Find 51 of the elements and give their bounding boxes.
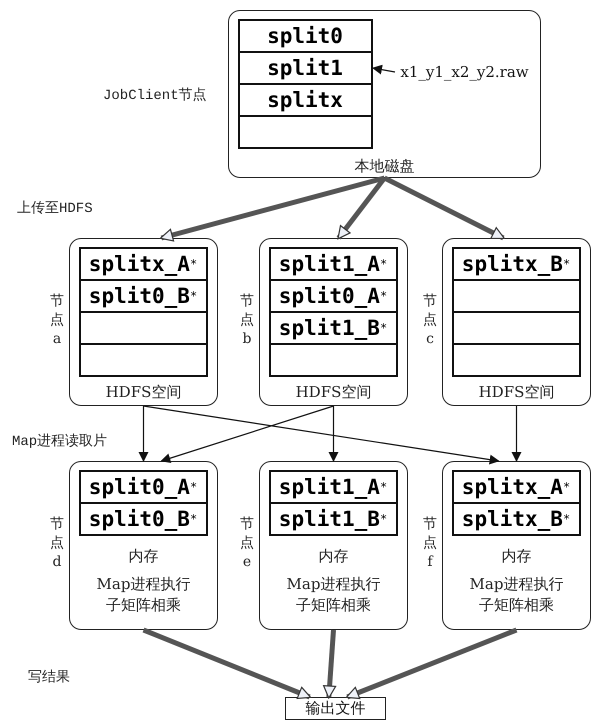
memory-label: 内存 (502, 546, 532, 566)
storage-cell: split0_A$^{*}$ (78, 470, 208, 504)
node-caption: 节点a (50, 292, 64, 349)
step-label: 上传至HDFS (17, 200, 93, 217)
node-panel (228, 10, 541, 178)
node-caption: 节点f (423, 515, 437, 572)
storage-cell: split0_A$^{*}$ (268, 278, 398, 312)
storage-label: HDFS空间 (296, 382, 372, 402)
node-caption: JobClient节点 (103, 86, 207, 104)
storage-cell: splitx (238, 82, 372, 116)
storage-cell: split1 (238, 50, 372, 84)
empty-cell (238, 114, 372, 148)
storage-cell: splitx_B$^{*}$ (452, 502, 580, 536)
process-description: Map进程执行子矩阵相乘 (96, 574, 192, 616)
node-caption: 节点c (423, 292, 437, 349)
storage-cell: split1_B$^{*}$ (268, 310, 398, 344)
storage-label: HDFS空间 (478, 382, 554, 402)
storage-cell: splitx_A$^{*}$ (78, 246, 208, 280)
storage-label: HDFS空间 (106, 382, 182, 402)
process-description: Map进程执行子矩阵相乘 (286, 574, 382, 616)
node-panel (69, 238, 218, 406)
process-description: Map进程执行子矩阵相乘 (468, 574, 564, 616)
storage-cell: split1_A$^{*}$ (268, 470, 398, 504)
node-panel (442, 238, 591, 406)
empty-cell (452, 342, 580, 376)
storage-label: 本地磁盘 (354, 156, 414, 176)
memory-label: 内存 (318, 546, 348, 566)
storage-cell: splitx_A$^{*}$ (452, 470, 580, 504)
storage-cell: split0_B$^{*}$ (78, 502, 208, 536)
empty-cell (452, 278, 580, 312)
empty-cell (452, 310, 580, 344)
storage-cell: split1_A$^{*}$ (268, 246, 398, 280)
memory-label: 内存 (128, 546, 158, 566)
output-box: 输出文件 (285, 697, 386, 720)
storage-cell: split0_B$^{*}$ (78, 278, 208, 312)
storage-cell: split1_B$^{*}$ (268, 502, 398, 536)
empty-cell (78, 342, 208, 376)
step-label: Map进程读取片 (12, 432, 108, 450)
node-panel (442, 461, 591, 630)
node-caption: 节点b (240, 292, 254, 349)
empty-cell (268, 342, 398, 376)
empty-cell (78, 310, 208, 344)
node-panel (259, 238, 408, 406)
node-panel (259, 461, 408, 630)
storage-cell: split0 (238, 18, 372, 52)
storage-cell: splitx_B$^{*}$ (452, 246, 580, 280)
step-label: 写结果 (28, 668, 70, 686)
file-name: x1_y1_x2_y2.raw (394, 60, 534, 84)
node-caption: 节点e (240, 515, 254, 572)
node-caption: 节点d (50, 515, 64, 572)
node-panel (69, 461, 218, 630)
